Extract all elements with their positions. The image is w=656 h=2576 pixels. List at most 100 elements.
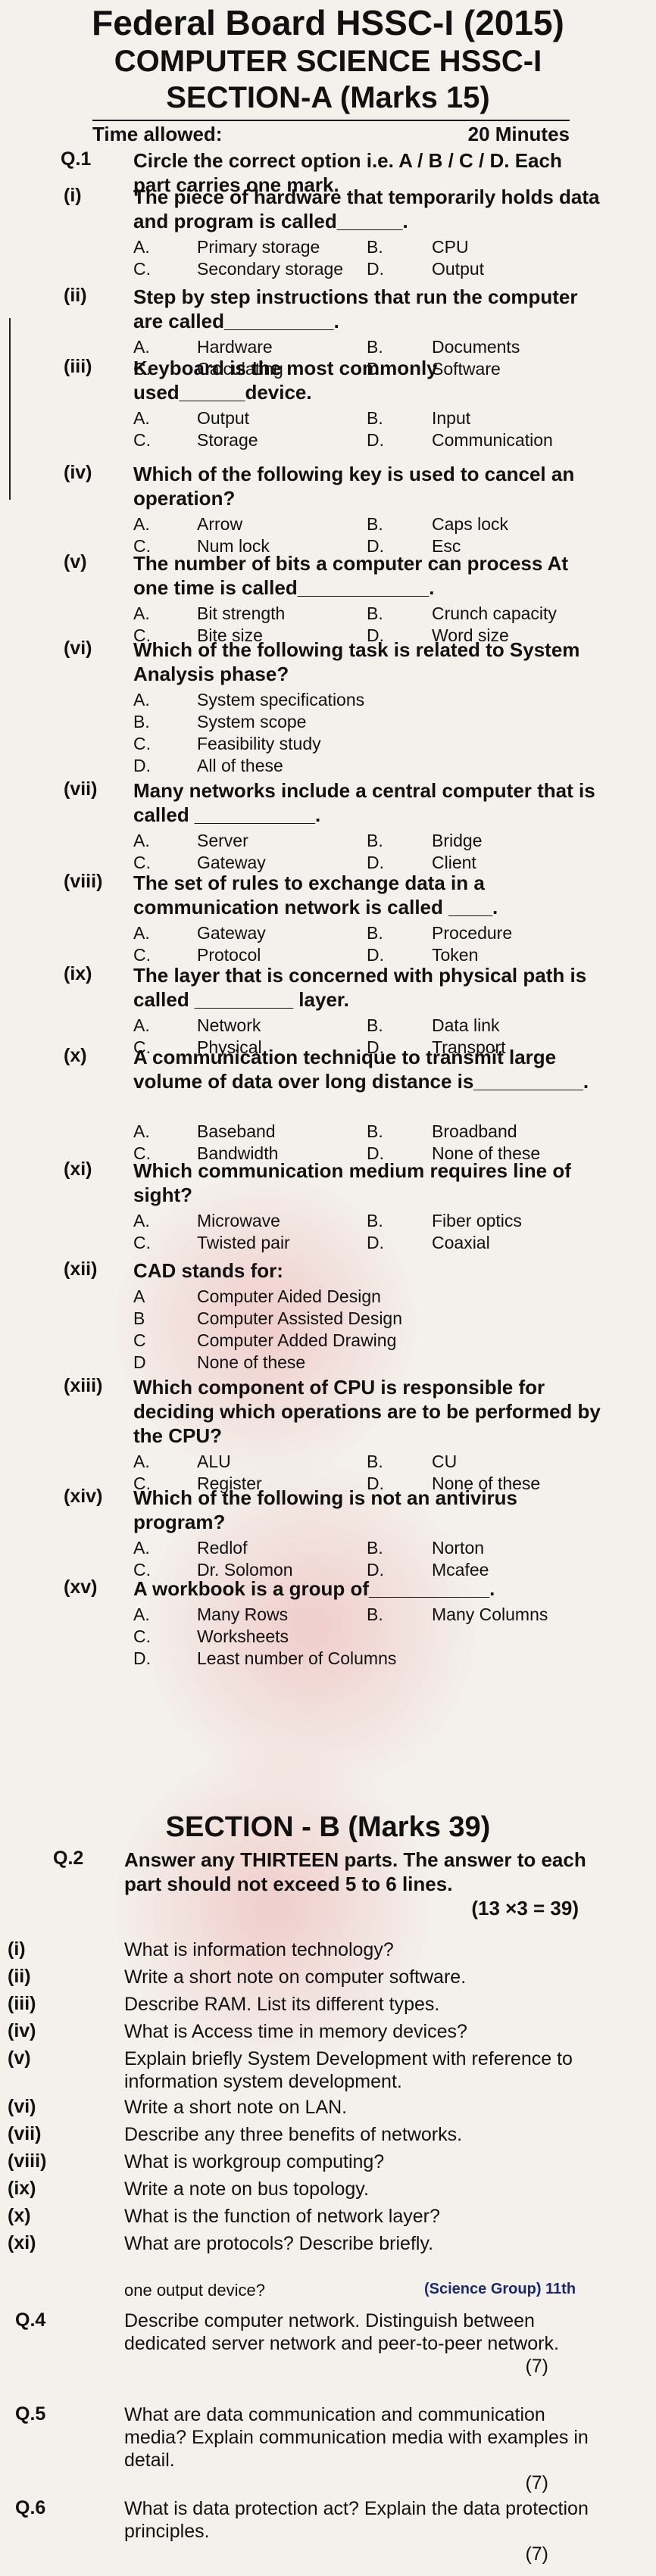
- option-a[interactable]: Baseband: [197, 1121, 276, 1141]
- option-letter: D: [133, 1352, 146, 1372]
- option-a[interactable]: Hardware: [197, 337, 273, 357]
- option-row: D None of these: [133, 1352, 603, 1374]
- option-d[interactable]: Token: [432, 945, 479, 965]
- option-d[interactable]: Output: [432, 259, 485, 279]
- long-question-number: Q.6: [15, 2497, 46, 2518]
- option-c[interactable]: Computer Added Drawing: [197, 1330, 397, 1350]
- option-c[interactable]: Secondary storage: [197, 259, 344, 279]
- option-c[interactable]: Physical: [197, 1037, 262, 1057]
- option-d[interactable]: Transport: [432, 1037, 506, 1057]
- option-b[interactable]: Fiber optics: [432, 1211, 522, 1230]
- long-question-body: Describe computer network. Distinguish b…: [124, 2310, 559, 2354]
- option-letter: A.: [133, 514, 150, 534]
- long-question-marks: (7): [525, 2472, 548, 2493]
- option-b[interactable]: Input: [432, 408, 471, 428]
- option-a[interactable]: Primary storage: [197, 237, 320, 257]
- mcq-number: (v): [64, 551, 87, 572]
- option-c[interactable]: Calculating: [197, 359, 283, 379]
- scan-edge-line: [9, 318, 11, 500]
- option-c[interactable]: Twisted pair: [197, 1233, 290, 1252]
- option-c[interactable]: Bandwidth: [197, 1143, 279, 1163]
- option-letter: D.: [367, 359, 384, 379]
- option-a[interactable]: Computer Aided Design: [197, 1286, 381, 1306]
- option-d[interactable]: Coaxial: [432, 1233, 490, 1252]
- option-letter: D.: [367, 536, 384, 556]
- option-d[interactable]: None of these: [432, 1474, 541, 1493]
- q2-marks: (13 ×3 = 39): [471, 1897, 579, 1920]
- option-c[interactable]: Dr. Solomon: [197, 1560, 293, 1580]
- option-b[interactable]: System scope: [197, 712, 307, 731]
- mcq-question: Which communication medium requires line…: [133, 1159, 571, 1206]
- short-question-text: Describe any three benefits of networks.: [124, 2124, 463, 2145]
- option-letter: A.: [133, 1452, 150, 1471]
- option-a[interactable]: Arrow: [197, 514, 243, 534]
- mcq-question: Which component of CPU is responsible fo…: [133, 1376, 601, 1447]
- option-c[interactable]: Num lock: [197, 536, 270, 556]
- option-a[interactable]: System specifications: [197, 690, 365, 709]
- option-c[interactable]: Storage: [197, 430, 258, 450]
- option-d[interactable]: Client: [432, 853, 476, 872]
- option-a[interactable]: Server: [197, 831, 248, 850]
- option-c[interactable]: Bite size: [197, 625, 263, 645]
- option-b[interactable]: Procedure: [432, 923, 513, 943]
- option-a[interactable]: Microwave: [197, 1211, 280, 1230]
- option-letter: A.: [133, 1121, 150, 1141]
- short-question-text: Explain briefly System Development with …: [124, 2048, 573, 2092]
- option-d[interactable]: Esc: [432, 536, 461, 556]
- option-d[interactable]: Least number of Columns: [197, 1648, 397, 1668]
- option-c[interactable]: Gateway: [197, 853, 266, 872]
- option-letter: C.: [133, 1233, 151, 1252]
- option-b[interactable]: Documents: [432, 337, 520, 357]
- option-a[interactable]: Redlof: [197, 1538, 248, 1558]
- option-d[interactable]: Software: [432, 359, 501, 379]
- option-letter: C.: [133, 359, 151, 379]
- option-b[interactable]: CU: [432, 1452, 458, 1471]
- option-b[interactable]: Caps lock: [432, 514, 508, 534]
- option-a[interactable]: Output: [197, 408, 250, 428]
- option-b[interactable]: Computer Assisted Design: [197, 1308, 403, 1328]
- option-a[interactable]: Network: [197, 1015, 261, 1035]
- option-letter: A.: [133, 1015, 150, 1035]
- option-c[interactable]: Protocol: [197, 945, 261, 965]
- option-c[interactable]: Feasibility study: [197, 734, 321, 753]
- option-b[interactable]: Bridge: [432, 831, 483, 850]
- option-b[interactable]: CPU: [432, 237, 469, 257]
- option-d[interactable]: None of these: [197, 1352, 306, 1372]
- mcq-number: (xi): [64, 1159, 92, 1180]
- option-b[interactable]: Data link: [432, 1015, 500, 1035]
- mcq-question: A communication technique to transmit la…: [133, 1046, 589, 1093]
- option-letter: D.: [367, 1560, 384, 1580]
- option-letter: B.: [367, 603, 383, 623]
- mcq-question: The set of rules to exchange data in a c…: [133, 872, 498, 918]
- option-d[interactable]: Communication: [432, 430, 553, 450]
- option-a[interactable]: ALU: [197, 1452, 231, 1471]
- option-c[interactable]: Worksheets: [197, 1626, 289, 1646]
- option-row: D.All of these: [133, 755, 603, 777]
- option-letter: C.: [133, 734, 151, 753]
- option-letter: A: [133, 1286, 145, 1306]
- option-letter: D.: [367, 430, 384, 450]
- option-c[interactable]: Register: [197, 1474, 262, 1493]
- option-d[interactable]: None of these: [432, 1143, 541, 1163]
- option-a[interactable]: Gateway: [197, 923, 266, 943]
- option-letter: A.: [133, 1538, 150, 1558]
- long-question-text: What are data communication and communic…: [124, 2403, 594, 2494]
- option-letter: C.: [133, 1143, 151, 1163]
- option-a[interactable]: Many Rows: [197, 1605, 289, 1624]
- option-b[interactable]: Norton: [432, 1538, 485, 1558]
- option-d[interactable]: Mcafee: [432, 1560, 489, 1580]
- option-a[interactable]: Bit strength: [197, 603, 286, 623]
- option-letter: B.: [367, 1211, 383, 1230]
- option-b[interactable]: Broadband: [432, 1121, 517, 1141]
- option-b[interactable]: Crunch capacity: [432, 603, 557, 623]
- option-b[interactable]: Many Columns: [432, 1605, 548, 1624]
- option-d[interactable]: Word size: [432, 625, 509, 645]
- option-d[interactable]: All of these: [197, 756, 283, 775]
- section-b-title: SECTION - B (Marks 39): [165, 1811, 491, 1843]
